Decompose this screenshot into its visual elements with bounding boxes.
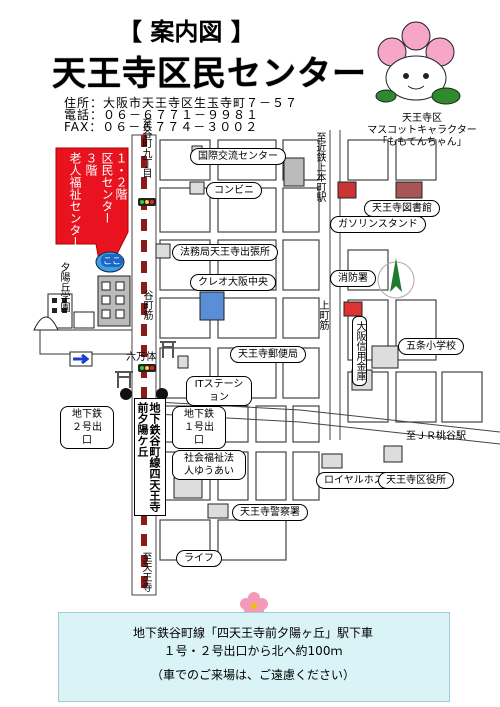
exit-2-marker xyxy=(120,388,132,400)
place-it-station: ITステーション xyxy=(186,376,252,406)
school-building-icon xyxy=(33,293,95,331)
callout-rojin: 老人福祉センター xyxy=(68,152,82,248)
place-yuai: 社会福祉法人ゆうあい xyxy=(172,450,246,480)
conbini-icon xyxy=(189,181,205,195)
gas-icon xyxy=(337,181,357,199)
place-fire: 消防署 xyxy=(330,270,376,287)
road-label-jr: 至ＪＲ桃谷駅 xyxy=(406,431,466,442)
hoseikyoku-icon xyxy=(155,243,171,259)
place-shinkin: 大阪信用金庫 xyxy=(352,316,367,386)
station-name: 地下鉄谷町線四天王寺前夕陽ケ丘 xyxy=(136,402,161,512)
ward-office-icon xyxy=(383,445,403,463)
mascot-ward: 天王寺区 xyxy=(402,113,442,124)
place-ward-office: 天王寺区役所 xyxy=(378,472,454,489)
address-text: 住所：大阪市天王寺区生玉寺町７－５７ xyxy=(64,96,299,110)
police-icon xyxy=(207,503,229,519)
mascot-desc: マスコットキャラクター xyxy=(367,125,477,136)
callout-kumin: 区民センター xyxy=(100,152,114,224)
footer-box xyxy=(58,612,450,702)
page-title: 天王寺区民センター xyxy=(52,54,367,94)
royal-icon xyxy=(321,453,343,469)
callout-floor-3: ３階 xyxy=(84,152,98,176)
map-subtitle: 【 案内図 】 xyxy=(118,18,255,46)
fire-icon xyxy=(343,301,363,317)
mascot-caption: 天王寺区 マスコットキャラクター 「ももてんちゃん」 xyxy=(358,113,486,149)
tel-text: 電話：０６－６７７１－９９８１ xyxy=(64,108,260,122)
place-hoseikyoku: 法務局天王寺出張所 xyxy=(172,244,278,261)
road-label-uemachisuji: 上町筋 xyxy=(317,300,328,330)
kumin-center-building-icon xyxy=(95,251,131,327)
creo-icon xyxy=(199,291,225,321)
road-label-tennoji: 至天王寺 xyxy=(140,552,151,592)
mascot-icon xyxy=(375,21,461,105)
yuai-icon xyxy=(173,477,203,499)
road-label-tanimachi9: 至谷町九丁目 xyxy=(140,118,151,178)
place-library: 天王寺図書館 xyxy=(364,200,440,217)
place-post: 天王寺郵便局 xyxy=(230,346,306,363)
place-rokumantai: 六万体 xyxy=(126,352,156,363)
place-kokusai: 国際交流センター xyxy=(190,148,286,165)
place-life: ライフ xyxy=(176,550,222,567)
place-yuhigaoka-school: 夕陽丘学園 xyxy=(58,262,69,312)
station-box xyxy=(134,398,166,516)
footer-line-3: （車でのご来場は、ご遠慮ください） xyxy=(150,668,355,682)
place-gas: ガソリンスタンド xyxy=(330,216,426,233)
place-exit-2: 地下鉄２号出口 xyxy=(60,406,114,449)
it-icon xyxy=(177,355,189,369)
school-icon xyxy=(371,345,399,369)
place-exit-1: 地下鉄１号出口 xyxy=(172,406,226,449)
road-label-kintetsu: 至近鉄上本町駅 xyxy=(314,132,325,202)
compass-icon xyxy=(377,258,415,299)
footer-line-2: １号・２号出口から北へ約100ｍ xyxy=(163,644,343,658)
road-label-tanimachisuji: 谷町筋 xyxy=(141,290,152,320)
mascot-name: 「ももてんちゃん」 xyxy=(377,137,467,148)
exit-1-marker xyxy=(156,388,168,400)
place-school: 五条小学校 xyxy=(398,338,464,355)
footer-line-1: 地下鉄谷町線「四天王寺前夕陽ヶ丘」駅下車 xyxy=(132,626,373,640)
callout-floor-12: １・２階 xyxy=(114,152,128,200)
library-icon xyxy=(395,181,423,199)
place-creo: クレオ大阪中央 xyxy=(190,274,276,291)
torii-icon xyxy=(115,341,176,388)
fax-text: FAX：０６－６７７４－３００２ xyxy=(64,120,259,134)
place-police: 天王寺警察署 xyxy=(232,504,308,521)
kokusai-tower-icon xyxy=(283,157,305,187)
here-badge: ここ xyxy=(101,254,124,267)
place-conbini: コンビニ xyxy=(206,182,262,199)
